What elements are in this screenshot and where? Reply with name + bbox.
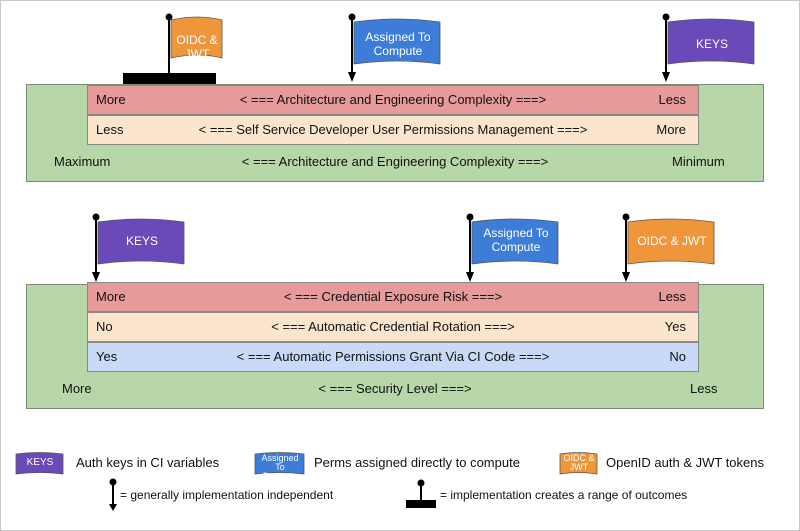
panel2-bottom-center: < === Security Level ===> (318, 381, 472, 396)
panel2-row-rotation: No < === Automatic Credential Rotation =… (87, 312, 699, 342)
oidc-flag-label: OIDC & JWT (176, 33, 218, 61)
assigned-legend-description: Perms assigned directly to compute (314, 455, 520, 470)
row-center-label: < === Automatic Permissions Grant Via CI… (236, 349, 550, 364)
oidc-flag-label: OIDC & JWT (637, 234, 707, 248)
assigned-flag-icon (466, 213, 559, 282)
row-center-label: < === Automatic Credential Rotation ===> (271, 319, 515, 334)
assigned-flag-label: Assigned To Compute (365, 30, 431, 58)
panel1-bottom-right: Minimum (672, 154, 725, 169)
row-right-label: More (656, 122, 686, 137)
row-center-label: < === Credential Exposure Risk ===> (283, 289, 503, 304)
keys-legend-chip (15, 452, 64, 475)
row-center-label: < === Self Service Developer User Permis… (198, 122, 588, 137)
panel1-row-permissions: Less < === Self Service Developer User P… (87, 115, 699, 145)
panel2-row-permissions-grant: Yes < === Automatic Permissions Grant Vi… (87, 342, 699, 372)
pin-legend-description: = generally implementation independent (120, 488, 334, 502)
keys-flag-label: KEYS (125, 234, 158, 248)
row-center-label: < === Architecture and Engineering Compl… (239, 92, 547, 107)
range-bar-icon (406, 479, 436, 508)
panel1-row-complexity: More < === Architecture and Engineering … (87, 85, 699, 115)
row-right-label: Yes (664, 319, 686, 334)
panel2-bottom-right: Less (690, 381, 718, 396)
panel2-bottom-left: More (62, 381, 92, 396)
pin-arrow-icon (109, 478, 117, 511)
oidc-flag-icon (622, 213, 715, 282)
oidc-legend-chip (559, 452, 598, 475)
keys-flag-icon (662, 13, 755, 82)
row-left-label: More (96, 289, 126, 304)
keys-flag-label: KEYS (695, 37, 728, 51)
panel1-bottom-left: Maximum (54, 154, 111, 169)
panel1-bottom-center: < === Architecture and Engineering Compl… (241, 154, 549, 169)
oidc-flag-icon (123, 13, 223, 84)
row-left-label: Less (96, 122, 124, 137)
row-right-label: Less (658, 289, 686, 304)
assigned-legend-chip-label: Assigned To Compute (261, 453, 299, 481)
keys-flag-icon (92, 213, 185, 282)
range-legend-description: = implementation creates a range of outc… (440, 488, 688, 502)
row-left-label: Yes (96, 349, 118, 364)
assigned-legend-chip (254, 452, 305, 475)
row-right-label: Less (658, 92, 686, 107)
oidc-legend-chip-label: OIDC & JWT (563, 453, 595, 472)
keys-legend-description: Auth keys in CI variables (76, 455, 220, 470)
keys-legend-chip-label: KEYS (26, 457, 54, 468)
oidc-legend-description: OpenID auth & JWT tokens (606, 455, 764, 470)
row-right-label: No (669, 349, 686, 364)
panel2-row-exposure-risk: More < === Credential Exposure Risk ===>… (87, 282, 699, 312)
assigned-flag-label: Assigned To Compute (483, 226, 549, 254)
row-left-label: No (96, 319, 113, 334)
assigned-flag-icon (348, 13, 441, 82)
row-left-label: More (96, 92, 126, 107)
